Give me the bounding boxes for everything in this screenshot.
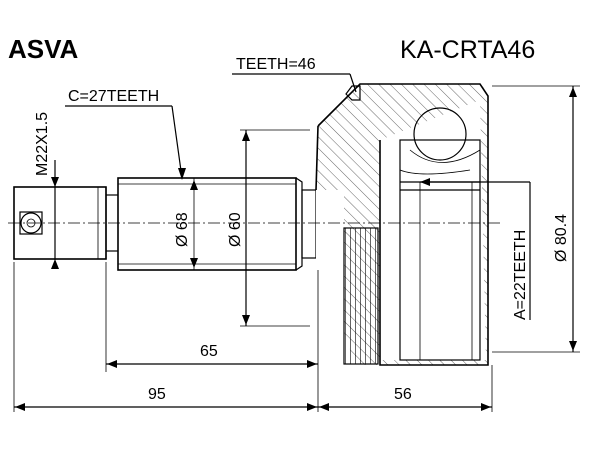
splined-shaft — [117, 177, 317, 271]
teeth-label: TEETH=46 — [236, 56, 316, 73]
brand-logo: ASVA — [8, 34, 79, 64]
len-95-label: 95 — [148, 386, 166, 403]
dia-80-label: Ø 80.4 — [553, 214, 570, 262]
len-56-label: 56 — [394, 386, 412, 403]
part-number: KA-CRTA46 — [400, 36, 535, 64]
bell-housing — [315, 83, 489, 366]
len-65-label: 65 — [200, 343, 218, 360]
abs-ring — [343, 227, 379, 365]
dia-60-label: Ø 60 — [227, 212, 244, 247]
a-teeth-label: A=22TEETH — [512, 230, 529, 320]
c-teeth-label: C=27TEETH — [68, 88, 159, 105]
dia-68-label: Ø 68 — [174, 212, 191, 247]
thread-label: M22X1.5 — [34, 112, 51, 176]
